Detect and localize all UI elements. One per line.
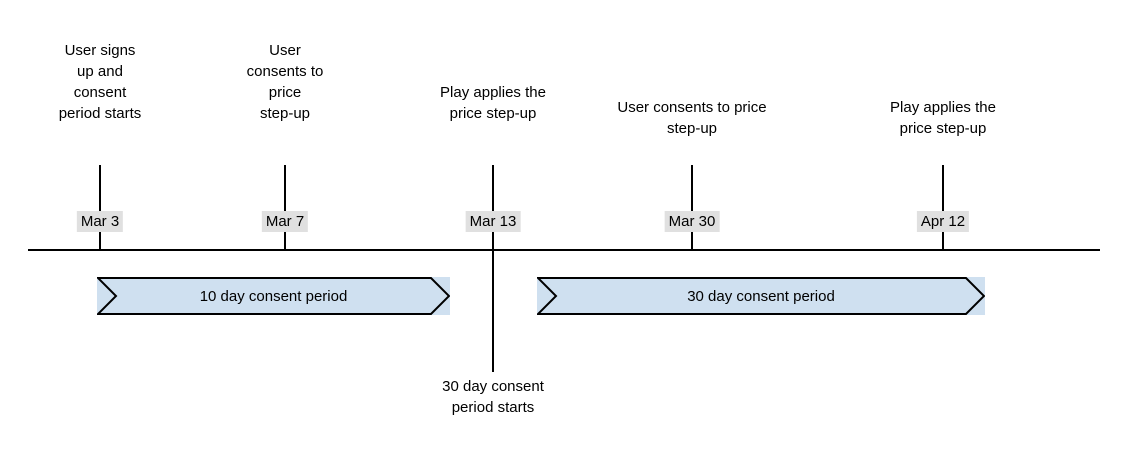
marker-stem xyxy=(284,165,286,250)
marker-stem xyxy=(691,165,693,250)
marker-date-chip[interactable]: Apr 12 xyxy=(916,211,970,232)
marker-caption: Play applies the price step-up xyxy=(890,99,996,137)
marker-date-chip[interactable]: Mar 3 xyxy=(76,211,124,232)
marker-date-chip[interactable]: Mar 7 xyxy=(261,211,309,232)
marker-date-chip[interactable]: Mar 30 xyxy=(664,211,720,232)
chevron-shape-icon xyxy=(537,277,985,315)
marker-stem xyxy=(99,165,101,250)
marker-stem xyxy=(492,165,494,250)
marker-caption: User consents to price step-up xyxy=(617,99,767,137)
note-30-day-start: 30 day consent period starts xyxy=(442,378,544,416)
period-bar-label: 30 day consent period xyxy=(687,287,835,305)
marker-caption: Play applies the price step-up xyxy=(440,84,546,122)
period-bar-30-day[interactable]: 30 day consent period xyxy=(537,277,985,315)
period-bar-label: 10 day consent period xyxy=(199,287,348,305)
period-bar-10-day[interactable]: 10 day consent period xyxy=(97,277,450,315)
chevron-shape-icon xyxy=(97,277,450,315)
marker-date-chip[interactable]: Mar 13 xyxy=(465,211,521,232)
marker-stem xyxy=(942,165,944,250)
marker-caption: User signs up and consent period starts xyxy=(58,42,142,122)
note-connector-stem xyxy=(492,250,494,372)
marker-caption: User consents to price step-up xyxy=(246,42,324,122)
timeline-axis xyxy=(28,249,1100,251)
